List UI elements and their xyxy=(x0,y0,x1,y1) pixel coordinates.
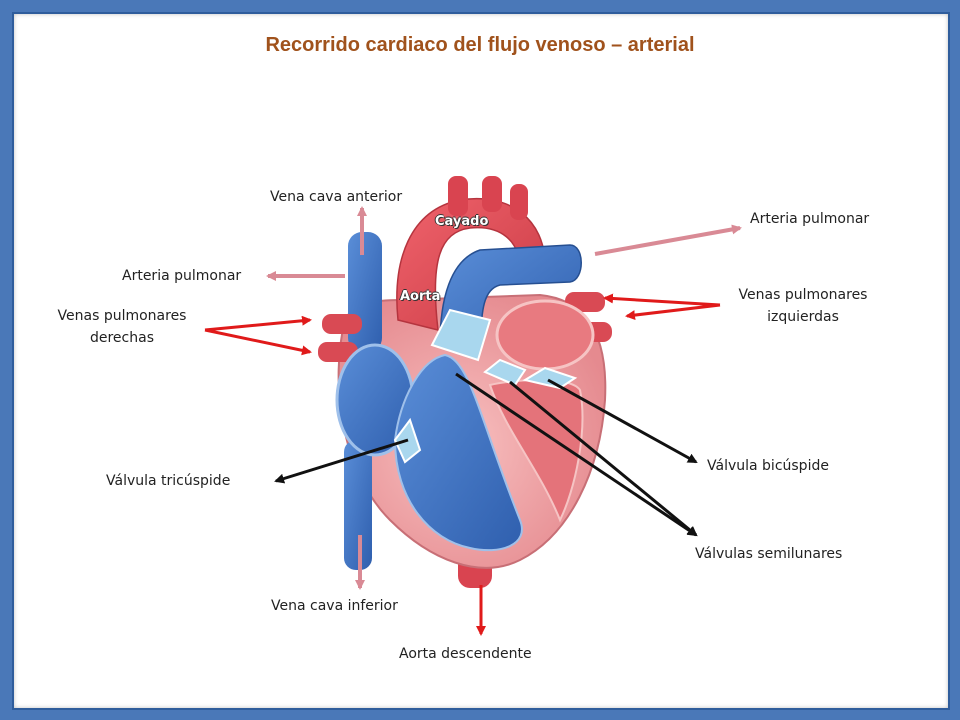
label-valvula-bicuspide: Válvula bicúspide xyxy=(707,458,829,474)
label-aorta: Aorta xyxy=(400,289,441,304)
label-aorta-descendente: Aorta descendente xyxy=(399,646,532,662)
arrow-valvulas-semilunares-2 xyxy=(509,380,698,537)
valvula-semilunar-aortica xyxy=(483,358,527,387)
label-venas-pulmonares-derechas: Venas pulmonares derechas xyxy=(48,305,196,349)
arrow-valvula-tricuspide xyxy=(274,438,409,484)
venas-pulmonares-derechas-vessel-2 xyxy=(318,342,358,362)
label-arteria-pulmonar-left: Arteria pulmonar xyxy=(122,268,242,284)
arrow-venas-pulmonares-derechas-1 xyxy=(204,315,312,332)
label-vena-cava-inferior: Vena cava inferior xyxy=(271,598,398,614)
auricula-izquierda xyxy=(495,299,595,371)
arrow-venas-pulmonares-derechas-2 xyxy=(204,328,312,356)
label-arteria-pulmonar-right: Arteria pulmonar xyxy=(750,211,870,227)
ventriculo-derecho xyxy=(393,353,523,552)
label-valvula-tricuspide: Válvula tricúspide xyxy=(106,473,231,489)
label-venas-pulmonares-derechas-line1: Venas pulmonares xyxy=(57,308,187,324)
label-venas-pulmonares-izquierdas-line2: izquierdas xyxy=(767,309,839,325)
arch-branch-1 xyxy=(448,176,468,216)
page-title: Recorrido cardiaco del flujo venoso – ar… xyxy=(265,34,695,56)
label-venas-pulmonares-izquierdas: Venas pulmonares izquierdas xyxy=(724,284,882,328)
label-valvulas-semilunares: Válvulas semilunares xyxy=(695,546,843,562)
arch-branch-2 xyxy=(482,176,502,212)
label-venas-pulmonares-izquierdas-line1: Venas pulmonares xyxy=(738,287,868,303)
arrow-valvula-bicuspide xyxy=(547,378,698,464)
valvula-bicuspide-shape xyxy=(522,366,578,390)
vena-cava-inferior-vessel xyxy=(344,440,372,570)
venas-pulmonares-derechas-vessel-1 xyxy=(322,314,362,334)
arrow-arteria-pulmonar-der xyxy=(594,224,742,256)
label-venas-pulmonares-derechas-line2: derechas xyxy=(89,330,154,346)
valvula-semilunar-pulmonar xyxy=(430,308,492,362)
label-cayado: Cayado xyxy=(435,214,489,229)
arch-branch-3 xyxy=(510,184,528,220)
arrow-venas-pulmonares-izquierdas-1 xyxy=(603,293,721,307)
arrow-venas-pulmonares-izquierdas-2 xyxy=(625,303,721,321)
vena-cava-anterior-vessel xyxy=(348,232,382,352)
label-vena-cava-anterior: Vena cava anterior xyxy=(270,189,403,205)
arrow-valvulas-semilunares-1 xyxy=(455,372,698,537)
